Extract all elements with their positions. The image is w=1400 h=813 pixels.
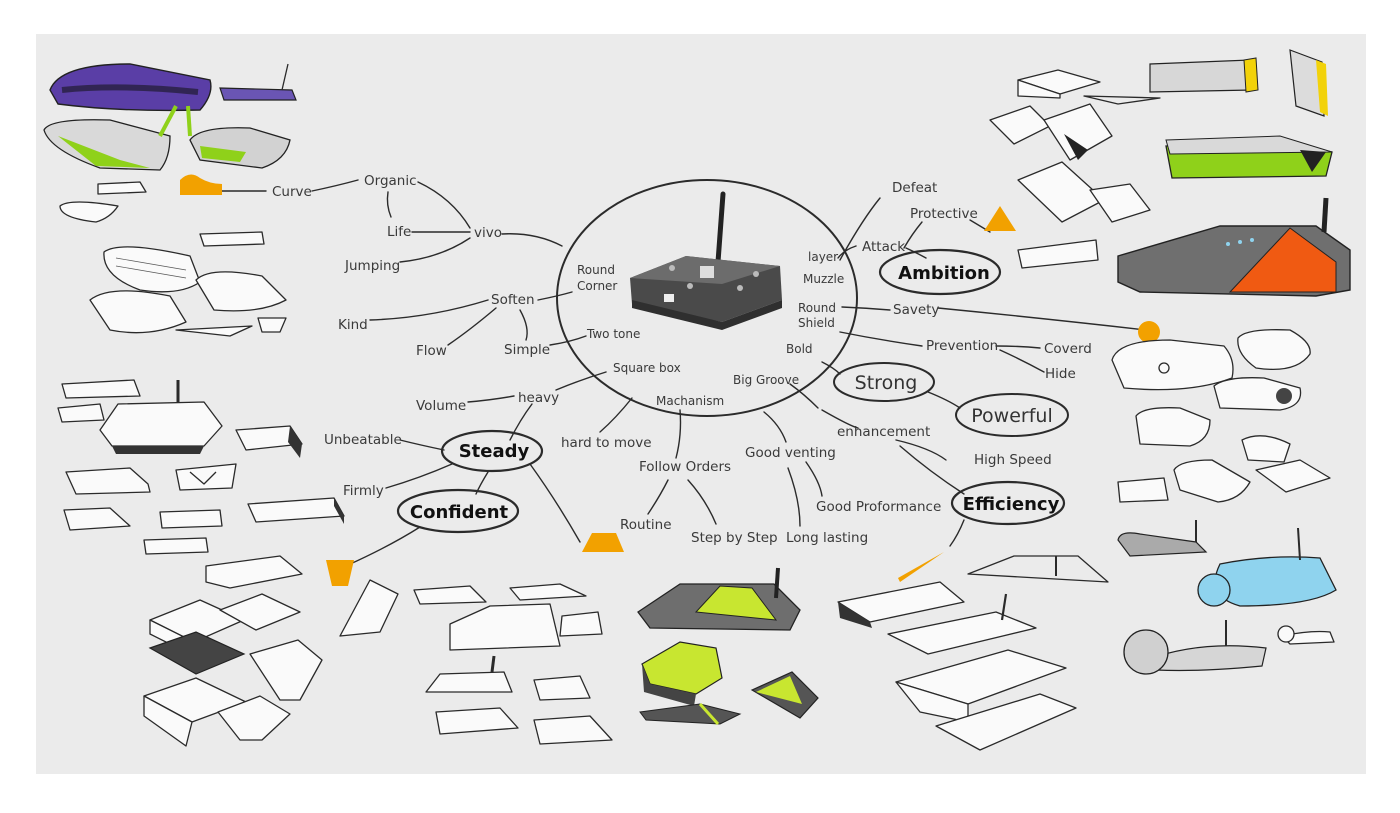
central-concept: Round Corner Two tone Square box Machani… [556, 179, 858, 417]
curve-shape-icon [180, 174, 222, 195]
word-jumping: Jumping [344, 258, 400, 274]
router-photo [630, 191, 782, 330]
word-good-proformance: Good Proformance [816, 499, 941, 515]
word-heavy: heavy [518, 390, 559, 406]
word-routine: Routine [620, 517, 672, 533]
router-sketch-blue [1214, 556, 1337, 607]
label-machanism: Machanism [656, 394, 724, 408]
label-round-2: Round [798, 301, 836, 315]
keyword-ambition: Ambition [898, 263, 990, 284]
triangle-shape-icon [984, 206, 1016, 231]
sketches-curvy [43, 63, 297, 337]
label-corner: Corner [577, 279, 617, 293]
label-two-tone: Two tone [586, 327, 640, 341]
keywords: Ambition Strong Powerful Efficiency Stea… [396, 248, 1069, 534]
label-shield: Shield [798, 316, 835, 330]
accent-shapes [180, 174, 1160, 586]
word-prevention: Prevention [926, 338, 998, 354]
word-flow: Flow [416, 343, 447, 359]
keyword-powerful: Powerful [971, 405, 1052, 427]
words: Curve Organic Life vivo Jumping Soften K… [272, 173, 1092, 546]
label-big-groove: Big Groove [733, 373, 799, 387]
word-curve: Curve [272, 184, 312, 200]
center-circle [556, 179, 858, 417]
word-attack: Attack [862, 239, 905, 255]
word-unbeatable: Unbeatable [324, 432, 402, 448]
word-organic: Organic [364, 173, 417, 189]
word-protective: Protective [910, 206, 978, 222]
word-step-by-step: Step by Step [691, 530, 778, 546]
word-follow-orders: Follow Orders [639, 459, 731, 475]
word-defeat: Defeat [892, 180, 937, 196]
sketches-boxes [143, 579, 399, 747]
wedge-shape-icon [898, 552, 944, 582]
word-hide: Hide [1045, 366, 1076, 382]
word-simple: Simple [504, 342, 550, 358]
word-enhancement: enhancement [837, 424, 930, 440]
word-firmly: Firmly [343, 483, 384, 499]
word-hard-to-move: hard to move [561, 435, 652, 451]
word-long-lasting: Long lasting [786, 530, 868, 546]
label-muzzle: Muzzle [803, 272, 844, 286]
sketches-ambition [989, 49, 1351, 297]
word-volume: Volume [416, 398, 466, 414]
label-round: Round [577, 263, 615, 277]
sketches-geometric [413, 583, 613, 745]
router-sketch-green [43, 119, 171, 171]
trapezoid-shape-icon [326, 560, 354, 586]
circle-shape-icon [1138, 321, 1160, 343]
word-kind: Kind [338, 317, 368, 333]
keyword-strong: Strong [855, 372, 918, 394]
sketches-efficiency [837, 555, 1109, 751]
word-vivo: vivo [474, 225, 502, 241]
sketches-rounded [1111, 329, 1337, 675]
router-sketch-steady [99, 401, 223, 447]
label-bold: Bold [786, 342, 813, 356]
keyword-steady: Steady [459, 441, 530, 462]
label-layer: layer [808, 250, 838, 264]
keyword-confident: Confident [410, 502, 509, 523]
word-life: Life [387, 224, 411, 240]
word-coverd: Coverd [1044, 341, 1092, 357]
keyword-efficiency: Efficiency [963, 494, 1060, 515]
label-square-box: Square box [613, 361, 681, 375]
trapezoid-wide-shape-icon [582, 533, 624, 552]
sketches-lime [637, 567, 819, 726]
word-soften: Soften [491, 292, 535, 308]
word-high-speed: High Speed [974, 452, 1052, 468]
sketches-steady [57, 379, 345, 589]
word-savety: Savety [893, 302, 939, 318]
word-good-venting: Good venting [745, 445, 836, 461]
